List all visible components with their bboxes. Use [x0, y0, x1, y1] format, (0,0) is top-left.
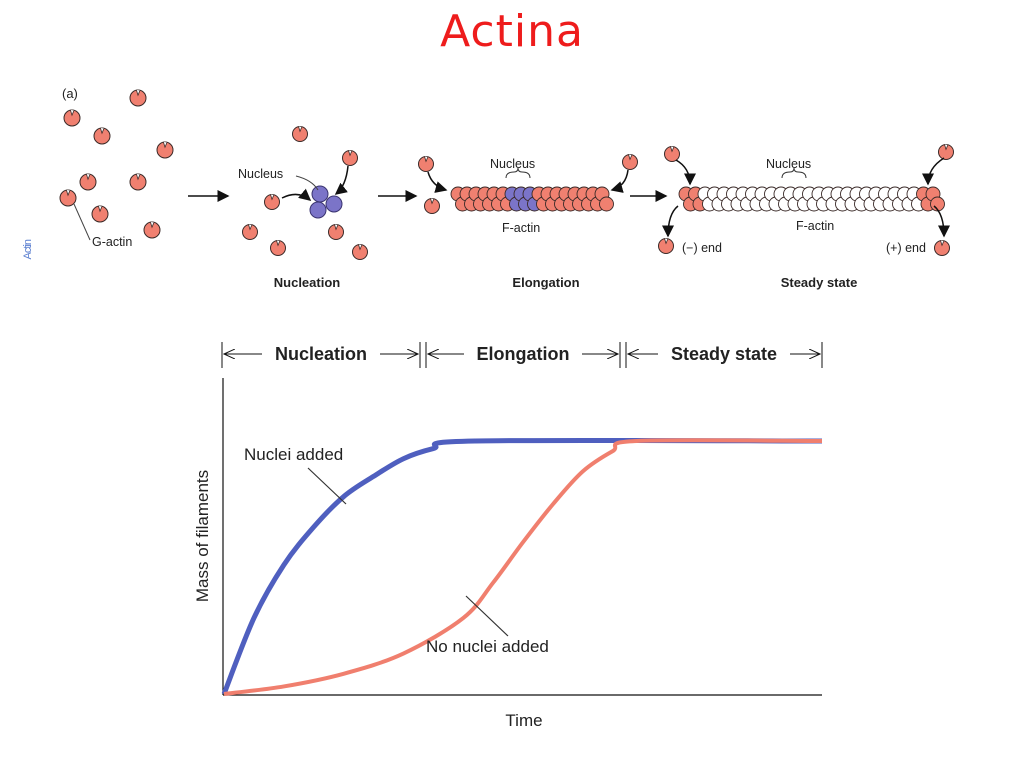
nucleus-subunit	[309, 201, 327, 219]
g-actin-monomer	[418, 156, 434, 172]
g-actin-monomer	[934, 240, 950, 256]
slide-title: Actina	[440, 6, 584, 57]
g-actin-monomer	[242, 224, 258, 240]
nucleus-cluster	[309, 185, 343, 219]
g-actin-monomer	[664, 146, 680, 162]
g-actin-monomer	[143, 221, 161, 239]
filament-subunit	[930, 196, 945, 212]
no-nuclei-added-label: No nuclei added	[426, 637, 549, 656]
g-actin-label: G-actin	[92, 235, 132, 249]
nucleus-subunit	[325, 195, 343, 213]
series-line-no-nuclei-added	[223, 438, 823, 696]
stage-elongation: Elongation	[512, 275, 579, 290]
g-actin-monomer	[292, 126, 308, 142]
panel-label: (a)	[62, 86, 78, 101]
elong-arrow-left	[427, 171, 448, 193]
g-actin-monomer	[93, 127, 111, 145]
polymerization-scheme: G-actin Nucleus Nucleation Nucleus F-act…	[59, 89, 954, 290]
elongation-nucleus-brace	[505, 167, 531, 179]
y-axis-label: Mass of filaments	[193, 470, 212, 602]
steady-nucleus-label: Nucleus	[766, 157, 811, 171]
g-actin-monomer	[264, 194, 280, 210]
steady-state-filament	[658, 144, 954, 256]
nuclei-added-label: Nuclei added	[244, 445, 343, 464]
steady-f-actin-label: F-actin	[796, 219, 834, 233]
g-actin-leader-line	[73, 203, 91, 241]
polymerization-chart: Nucleation Elongation Steady state Mass …	[193, 342, 823, 730]
no-nuclei-added-leader	[465, 595, 509, 637]
elongation-f-actin-label: F-actin	[502, 221, 540, 235]
g-actin-monomer	[91, 205, 109, 223]
elongation-nucleus-label: Nucleus	[490, 157, 535, 171]
join-arrow-right	[334, 165, 349, 195]
phase-header	[221, 342, 823, 368]
steady-nucleus-brace	[781, 167, 807, 179]
steady-arrow-out-left	[662, 205, 679, 238]
g-actin-monomer	[938, 144, 954, 160]
stage-steady-state: Steady state	[781, 275, 858, 290]
elong-arrow-right	[610, 169, 629, 193]
elongation-filament	[418, 154, 638, 214]
g-actin-monomer	[424, 198, 440, 214]
nucleation-nucleus-label: Nucleus	[238, 167, 283, 181]
steady-arrow-out-right	[933, 205, 950, 238]
nucleus-subunit	[311, 185, 329, 203]
g-actin-monomer	[352, 244, 368, 260]
g-actin-monomer	[59, 189, 77, 207]
stage-nucleation: Nucleation	[274, 275, 341, 290]
series-line-nuclei-added	[221, 437, 823, 695]
phase-label-elongation: Elongation	[477, 344, 570, 364]
steady-arrow-in-right	[922, 157, 945, 186]
join-arrow-left	[281, 188, 312, 201]
g-actin-monomer	[622, 154, 638, 170]
g-actin-monomer	[129, 89, 147, 107]
g-actin-monomer	[63, 109, 81, 127]
filament-subunit	[599, 196, 614, 212]
g-actin-monomer	[79, 173, 97, 191]
minus-end-label: (−) end	[682, 241, 722, 255]
nucleus-leader-line	[295, 175, 319, 191]
g-actin-monomer	[129, 173, 147, 191]
phase-label-steady-state: Steady state	[671, 344, 777, 364]
g-actin-monomer	[342, 150, 358, 166]
g-actin-monomer	[328, 224, 344, 240]
g-actin-monomer	[658, 238, 674, 254]
g-actin-monomer	[270, 240, 286, 256]
steady-arrow-in-left	[675, 159, 696, 186]
plus-end-label: (+) end	[886, 241, 926, 255]
nuclei-added-leader	[307, 467, 347, 505]
g-actin-monomer	[156, 141, 174, 159]
g-actin-monomers	[59, 89, 174, 239]
nucleation-monomers	[242, 126, 368, 260]
phase-label-nucleation: Nucleation	[275, 344, 367, 364]
x-axis-label: Time	[505, 711, 542, 730]
